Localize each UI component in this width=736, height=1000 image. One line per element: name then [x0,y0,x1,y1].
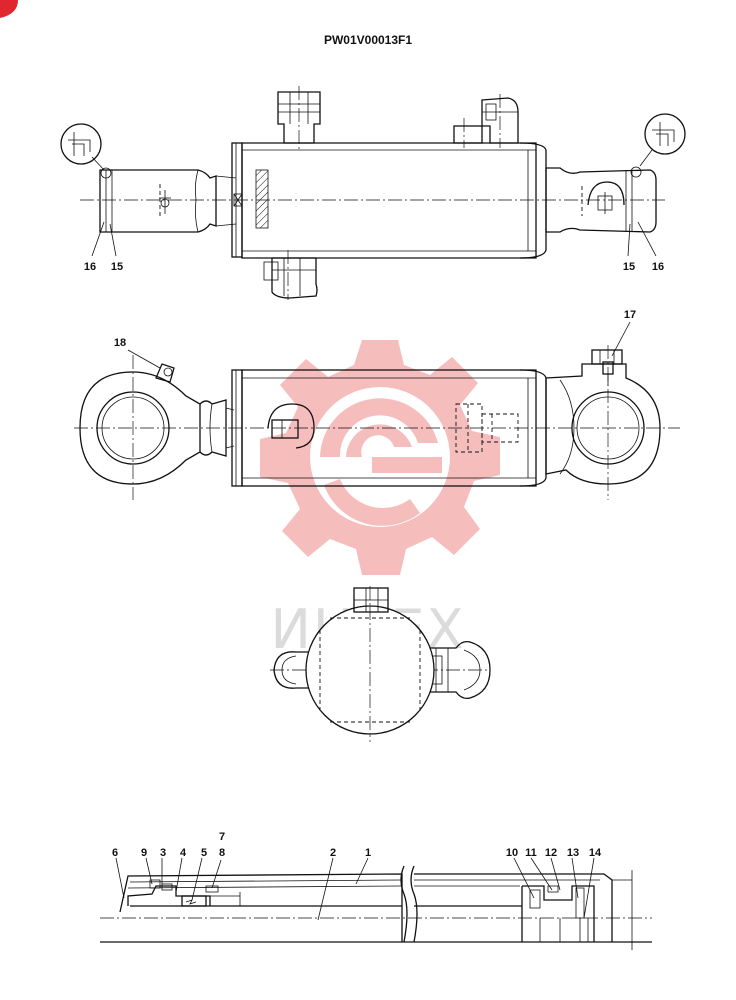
callout-9: 9 [141,847,147,859]
callout-2: 2 [330,847,336,859]
end-view [270,586,491,742]
callout-15-right: 15 [623,261,635,273]
callout-8: 8 [219,847,225,859]
top-view: 16 15 15 16 [60,86,686,300]
callout-15-left: 15 [111,261,123,273]
callout-18: 18 [114,337,126,349]
callout-13: 13 [567,847,579,859]
callout-16-right: 16 [652,261,664,273]
gear-logo-icon [260,340,500,575]
drawing-code: PW01V00013F1 [324,33,412,47]
section-view: 6 9 3 4 5 7 8 2 1 10 11 12 13 14 [100,831,652,950]
callout-14: 14 [589,847,602,859]
callout-5: 5 [201,847,207,859]
callout-3: 3 [160,847,166,859]
callout-6: 6 [112,847,118,859]
callout-11: 11 [525,847,537,859]
front-view: 18 17 [74,309,680,500]
callout-4: 4 [180,847,187,859]
callout-1: 1 [365,847,371,859]
callout-12: 12 [545,847,557,859]
callout-17: 17 [624,309,636,321]
callout-10: 10 [506,847,518,859]
callout-16-left: 16 [84,261,96,273]
callout-7: 7 [219,831,225,843]
corner-badge [0,0,18,18]
